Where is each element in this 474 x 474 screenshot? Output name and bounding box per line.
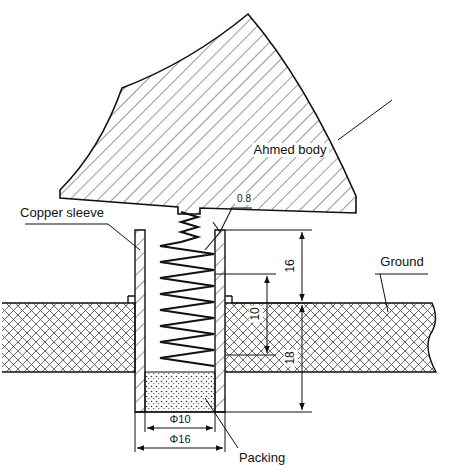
- sleeve-wall-right: [215, 230, 225, 412]
- dimension-value: 18: [284, 349, 298, 366]
- dimension-16: [225, 230, 312, 301]
- dimension-18: [225, 303, 312, 412]
- part-name: Ground: [378, 255, 425, 270]
- dimension-value: 16: [284, 257, 298, 274]
- leader-lines: [25, 100, 428, 448]
- part-name: Copper sleeve: [18, 206, 106, 221]
- ground-right: [225, 303, 436, 372]
- dimension-diameters: [135, 412, 225, 452]
- roughness-value: 0.8: [235, 193, 253, 205]
- ground-left: [2, 303, 135, 372]
- part-name: Ahmed body: [252, 143, 329, 158]
- dimension-10: [215, 274, 276, 355]
- spring-coil: [160, 212, 214, 366]
- part-name: Packing: [237, 451, 287, 466]
- dimension-value: Φ16: [167, 433, 192, 446]
- sleeve-wall-left: [135, 230, 145, 412]
- ahmed-body-shape: [60, 14, 356, 214]
- dimension-value: 10: [249, 305, 263, 322]
- roughness-symbol: [205, 208, 252, 250]
- dimension-value: Φ10: [167, 413, 192, 426]
- packing-block: [145, 372, 215, 412]
